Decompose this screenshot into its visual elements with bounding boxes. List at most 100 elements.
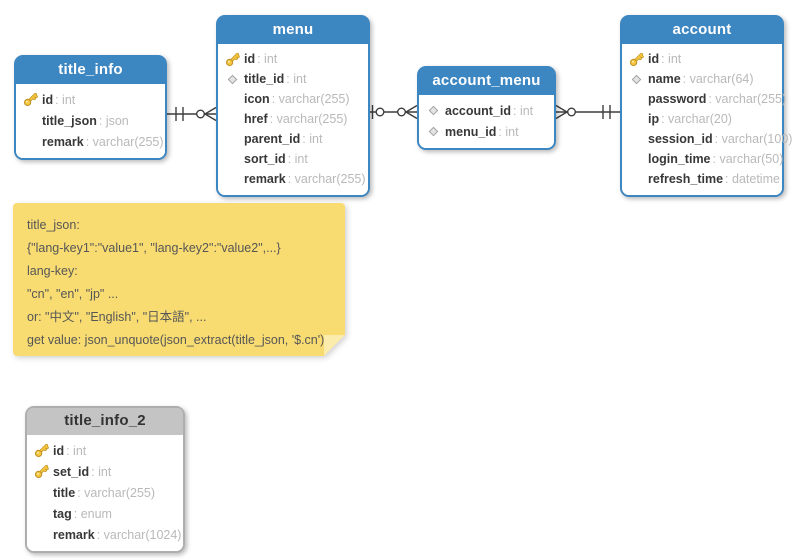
field-type: : varchar(1024)	[96, 527, 182, 542]
diamond-icon	[225, 74, 244, 85]
field-type: : int	[302, 132, 323, 146]
field-type: : int	[286, 72, 307, 86]
field-name: remark	[53, 527, 95, 542]
table-title-account_menu[interactable]: account_menu	[419, 68, 554, 95]
field-row-menu-title_id[interactable]: title_id: int	[225, 69, 362, 89]
field-row-title_info_2-remark[interactable]: remark: varchar(1024)	[34, 524, 181, 545]
table-fields-account: id: int name: varchar(64)password: varch…	[622, 44, 792, 195]
field-name: id	[648, 52, 660, 66]
key-icon	[34, 464, 53, 479]
field-type: : int	[513, 103, 534, 118]
field-name: session_id	[648, 132, 713, 146]
table-title-title_info_2[interactable]: title_info_2	[27, 408, 183, 435]
field-row-account-refresh_time[interactable]: refresh_time: datetime	[629, 169, 780, 189]
field-name: title	[53, 485, 76, 500]
table-account_menu[interactable]: account_menu account_id: int menu_id: in…	[417, 66, 556, 150]
field-type: : varchar(255)	[287, 172, 366, 186]
key-icon	[34, 443, 53, 458]
field-type: : varchar(255)	[77, 485, 156, 500]
field-row-account-session_id[interactable]: session_id: varchar(100)	[629, 129, 792, 149]
note-line-2: {"lang-key1":"value1", "lang-key2":"valu…	[27, 241, 281, 255]
foreign-key-icon	[227, 74, 238, 84]
field-row-menu-sort_id[interactable]: sort_id: int	[225, 149, 362, 169]
field-type: : json	[98, 113, 129, 128]
field-row-menu-href[interactable]: href: varchar(255)	[225, 109, 362, 129]
field-row-title_info_2-set_id[interactable]: set_id: int	[34, 461, 177, 482]
field-row-menu-parent_id[interactable]: parent_id: int	[225, 129, 362, 149]
field-name: icon	[244, 92, 270, 106]
note-line-5: or: "中文", "English", "日本語", ...	[27, 310, 207, 324]
field-row-title_info-id[interactable]: id: int	[23, 89, 159, 110]
field-name: remark	[42, 134, 84, 149]
field-row-title_info-remark[interactable]: remark: varchar(255)	[23, 131, 164, 152]
field-name: name	[648, 72, 681, 86]
field-type: : varchar(64)	[682, 72, 754, 86]
key-icon	[23, 92, 42, 107]
field-name: sort_id	[244, 152, 286, 166]
field-row-title_info_2-tag[interactable]: tag: enum	[34, 503, 177, 524]
field-name: account_id	[445, 103, 511, 118]
field-name: href	[244, 112, 268, 126]
table-title-menu[interactable]: menu	[218, 17, 368, 44]
field-row-account-login_time[interactable]: login_time: varchar(50)	[629, 149, 783, 169]
field-type: : datetime	[725, 172, 780, 186]
field-row-title_info_2-id[interactable]: id: int	[34, 440, 177, 461]
field-row-title_info_2-title[interactable]: title: varchar(255)	[34, 482, 177, 503]
table-account[interactable]: account id: int name: varchar(64)passwor…	[620, 15, 792, 197]
field-name: refresh_time	[648, 172, 724, 186]
field-row-account-ip[interactable]: ip: varchar(20)	[629, 109, 776, 129]
field-row-account_menu-account_id[interactable]: account_id: int	[426, 100, 548, 121]
field-type: : int	[498, 124, 519, 139]
table-title-title_info[interactable]: title_info	[16, 57, 165, 84]
field-row-account-password[interactable]: password: varchar(255)	[629, 89, 786, 109]
primary-key-icon	[225, 52, 240, 66]
field-name: login_time	[648, 152, 711, 166]
field-row-menu-icon[interactable]: icon: varchar(255)	[225, 89, 362, 109]
field-name: id	[244, 52, 256, 66]
primary-key-icon	[34, 464, 49, 479]
field-name: tag	[53, 506, 72, 521]
field-row-title_info-title_json[interactable]: title_json: json	[23, 110, 159, 131]
field-type: : int	[91, 464, 112, 479]
field-row-menu-id[interactable]: id: int	[225, 49, 362, 69]
field-row-menu-remark[interactable]: remark: varchar(255)	[225, 169, 366, 189]
field-name: remark	[244, 172, 286, 186]
field-name: ip	[648, 112, 660, 126]
relationship-menu-account_menu[interactable]	[369, 104, 418, 120]
field-row-account_menu-menu_id[interactable]: menu_id: int	[426, 121, 548, 142]
primary-key-icon	[23, 92, 38, 107]
field-type: : varchar(255)	[708, 92, 787, 106]
primary-key-icon	[34, 443, 49, 458]
foreign-key-icon	[631, 74, 642, 84]
table-title-account[interactable]: account	[622, 17, 782, 44]
note-line-1: title_json:	[27, 218, 80, 232]
primary-key-icon	[629, 52, 644, 66]
field-name: id	[53, 443, 65, 458]
field-type: : varchar(100)	[714, 132, 793, 146]
diamond-icon	[426, 126, 445, 137]
field-name: parent_id	[244, 132, 301, 146]
field-type: : varchar(255)	[85, 134, 164, 149]
sticky-note[interactable]: title_json: {"lang-key1":"value1", "lang-…	[13, 203, 345, 356]
field-row-account-id[interactable]: id: int	[629, 49, 776, 69]
field-type: : varchar(50)	[712, 152, 784, 166]
foreign-key-icon	[428, 105, 439, 116]
relationship-account_menu-account[interactable]	[555, 104, 620, 120]
field-type: : varchar(255)	[271, 92, 350, 106]
field-row-account-name[interactable]: name: varchar(64)	[629, 69, 776, 89]
field-type: : int	[55, 92, 76, 107]
diamond-icon	[629, 74, 648, 85]
field-name: title_json	[42, 113, 97, 128]
field-type: : int	[66, 443, 87, 458]
note-line-6: get value: json_unquote(json_extract(tit…	[27, 333, 325, 347]
relationship-title_info-menu[interactable]	[166, 106, 217, 122]
table-fields-account_menu: account_id: int menu_id: int	[419, 95, 554, 148]
